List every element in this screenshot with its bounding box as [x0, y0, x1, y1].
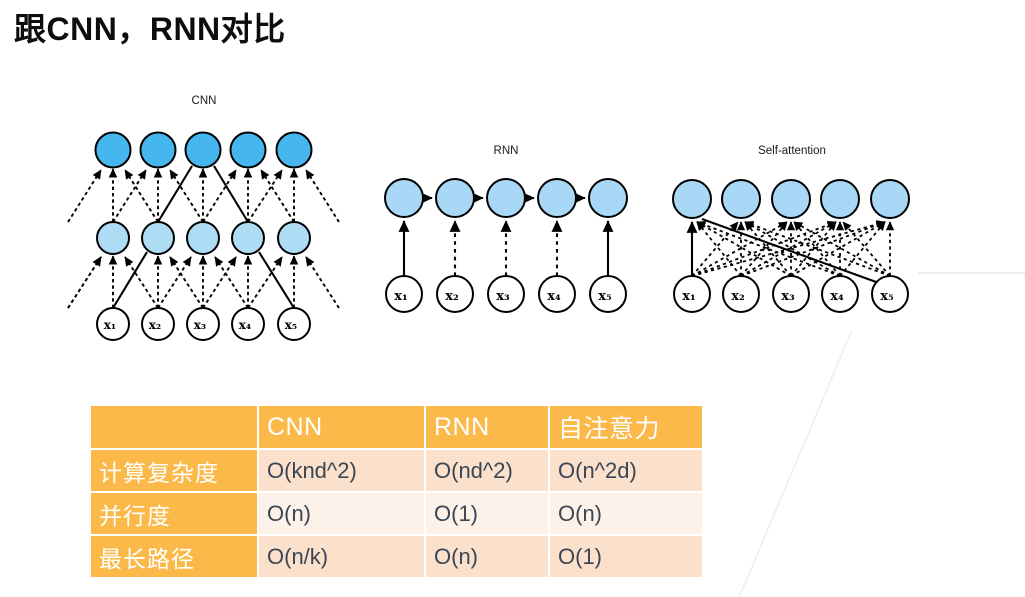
cnn-input-nodes [96, 307, 311, 341]
cell-max-path-cnn: O(n/k) [259, 536, 424, 577]
rnn-input-label-5: x₅ [598, 289, 612, 304]
row-label-parallelism: 并行度 [91, 493, 257, 534]
table-row: 最长路径 O(n/k) O(n) O(1) [91, 536, 702, 577]
cnn-output-nodes [94, 131, 313, 169]
architecture-diagrams: CNN RNN Self-attention [67, 95, 910, 341]
cell-complexity-self-attention: O(n^2d) [550, 450, 702, 491]
self-attention-diagram: x₁ x₂ x₃ x₄ x₅ [672, 179, 910, 313]
row-label-max-path: 最长路径 [91, 536, 257, 577]
rnn-input-nodes [385, 275, 627, 313]
comparison-table: CNN RNN 自注意力 计算复杂度 O(knd^2) O(nd^2) O(n^… [89, 404, 704, 579]
cell-max-path-rnn: O(n) [426, 536, 548, 577]
cnn-input-label-4: x₄ [239, 318, 251, 332]
cnn-input-label-5: x₅ [285, 318, 297, 332]
cnn-diagram: x₁ x₂ x₃ x₄ x₅ [67, 131, 340, 341]
rnn-input-label-3: x₃ [496, 289, 510, 304]
rnn-hidden-nodes [384, 178, 628, 218]
sa-input-label-4: x₄ [830, 289, 844, 304]
table-header-cnn: CNN [259, 406, 424, 448]
page-title: 跟CNN，RNN对比 [14, 11, 286, 47]
diagrams-canvas: x₁ x₂ x₃ x₄ x₅ [67, 131, 910, 341]
sa-input-label-5: x₅ [880, 289, 894, 304]
cell-complexity-rnn: O(nd^2) [426, 450, 548, 491]
cnn-input-label-2: x₂ [149, 318, 161, 332]
rnn-input-label-1: x₁ [394, 289, 407, 304]
rnn-input-label-2: x₂ [445, 289, 458, 304]
table-row: 计算复杂度 O(knd^2) O(nd^2) O(n^2d) [91, 450, 702, 491]
cell-parallelism-self-attention: O(n) [550, 493, 702, 534]
cell-parallelism-cnn: O(n) [259, 493, 424, 534]
cell-parallelism-rnn: O(1) [426, 493, 548, 534]
self-attention-input-nodes [673, 275, 909, 313]
sa-input-label-2: x₂ [731, 289, 744, 304]
table-header-self-attention: 自注意力 [550, 406, 702, 448]
self-attention-diagram-label: Self-attention [758, 145, 826, 157]
table-header-rnn: RNN [426, 406, 548, 448]
cell-max-path-self-attention: O(1) [550, 536, 702, 577]
table-corner-cell [91, 406, 257, 448]
table-row: 并行度 O(n) O(1) O(n) [91, 493, 702, 534]
rnn-diagram: x₁ x₂ x₃ x₄ x₅ [384, 178, 628, 313]
rnn-diagram-label: RNN [493, 145, 519, 157]
self-attention-output-nodes [672, 179, 910, 219]
cnn-hidden-nodes [96, 221, 311, 255]
cell-complexity-cnn: O(knd^2) [259, 450, 424, 491]
rnn-input-label-4: x₄ [547, 289, 561, 304]
cnn-diagram-label: CNN [191, 95, 217, 107]
cnn-input-label-1: x₁ [104, 318, 116, 332]
sa-input-label-3: x₃ [781, 289, 795, 304]
sa-input-label-1: x₁ [682, 289, 695, 304]
table-header-row: CNN RNN 自注意力 [91, 406, 702, 448]
cnn-input-label-3: x₃ [194, 318, 206, 332]
row-label-complexity: 计算复杂度 [91, 450, 257, 491]
